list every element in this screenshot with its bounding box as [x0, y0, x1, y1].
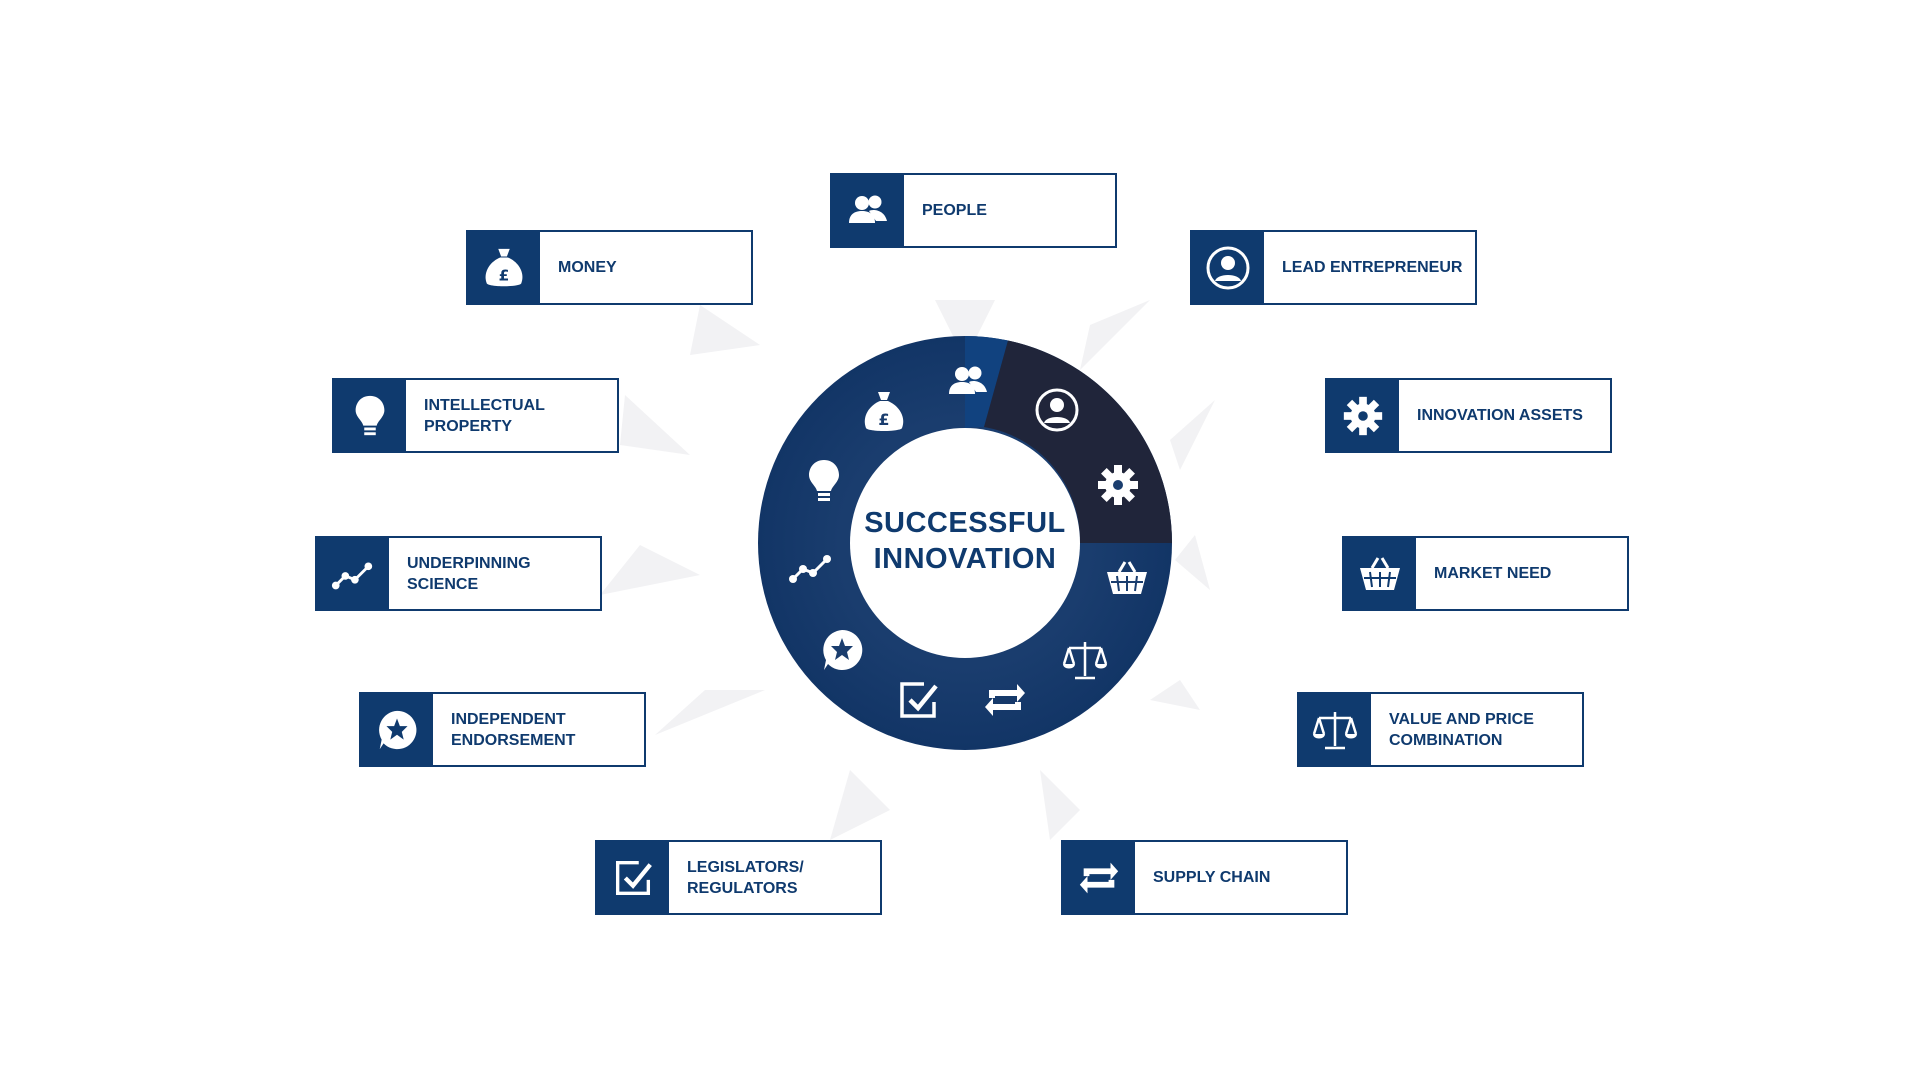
factor-label: VALUE AND PRICE COMBINATION: [1389, 710, 1534, 749]
cycle-icon: [985, 684, 1025, 716]
factor-card-market-need[interactable]: MARKET NEED: [1342, 536, 1629, 611]
factor-label: MONEY: [558, 259, 617, 276]
center-title: SUCCESSFUL INNOVATION: [850, 505, 1080, 577]
factor-label: UNDERPINNING SCIENCE: [407, 554, 531, 593]
checkbox-icon: [597, 842, 669, 913]
factor-card-people[interactable]: PEOPLE: [830, 173, 1117, 248]
factor-label: LEGISLATORS/ REGULATORS: [687, 858, 804, 897]
factor-card-intellectual-property[interactable]: INTELLECTUAL PROPERTY: [332, 378, 619, 453]
factor-card-value-and-price[interactable]: VALUE AND PRICE COMBINATION: [1297, 692, 1584, 767]
gear-icon: [1327, 380, 1399, 451]
money-bag-icon: £: [864, 392, 904, 431]
factor-card-innovation-assets[interactable]: INNOVATION ASSETS: [1325, 378, 1612, 453]
factor-card-legislators[interactable]: LEGISLATORS/ REGULATORS: [595, 840, 882, 915]
factor-label: PEOPLE: [922, 202, 987, 219]
factor-card-money[interactable]: £ MONEY: [466, 230, 753, 305]
factor-card-lead-entrepreneur[interactable]: LEAD ENTREPRENEUR: [1190, 230, 1477, 305]
people-icon: [832, 175, 904, 246]
factor-label: SUPPLY CHAIN: [1153, 869, 1271, 886]
basket-icon: [1107, 561, 1147, 594]
money-bag-icon: £: [468, 232, 540, 303]
center-title-line-1: SUCCESSFUL: [864, 507, 1066, 539]
center-title-line-2: INNOVATION: [873, 543, 1057, 575]
factor-card-supply-chain[interactable]: SUPPLY CHAIN: [1061, 840, 1348, 915]
factor-label: INDEPENDENT ENDORSEMENT: [451, 710, 576, 749]
wheel-center: [850, 428, 1080, 658]
svg-text:£: £: [499, 266, 510, 284]
star-badge-icon: [823, 629, 863, 670]
trend-line-icon: [317, 538, 389, 609]
star-badge-icon: [361, 694, 433, 765]
basket-icon: [1344, 538, 1416, 609]
factor-card-independent-endorsement[interactable]: INDEPENDENT ENDORSEMENT: [359, 692, 646, 767]
lightbulb-icon: [809, 460, 839, 501]
lightbulb-icon: [334, 380, 406, 451]
scales-icon: [1299, 694, 1371, 765]
user-icon: [1192, 232, 1264, 303]
people-icon: [949, 366, 987, 394]
user-icon: [1035, 388, 1079, 432]
svg-text:£: £: [878, 410, 889, 429]
factor-label: LEAD ENTREPRENEUR: [1282, 259, 1463, 276]
factor-label: INNOVATION ASSETS: [1417, 407, 1583, 424]
wheel-highlight-segment: [965, 336, 1008, 428]
scales-icon: [1062, 642, 1108, 680]
factor-card-underpinning-science[interactable]: UNDERPINNING SCIENCE: [315, 536, 602, 611]
factor-label: INTELLECTUAL PROPERTY: [424, 396, 545, 435]
trend-line-icon: [789, 555, 831, 583]
factor-label: MARKET NEED: [1434, 565, 1552, 582]
checkbox-icon: [900, 682, 938, 718]
gear-icon: [1098, 465, 1138, 505]
cycle-icon: [1063, 842, 1135, 913]
